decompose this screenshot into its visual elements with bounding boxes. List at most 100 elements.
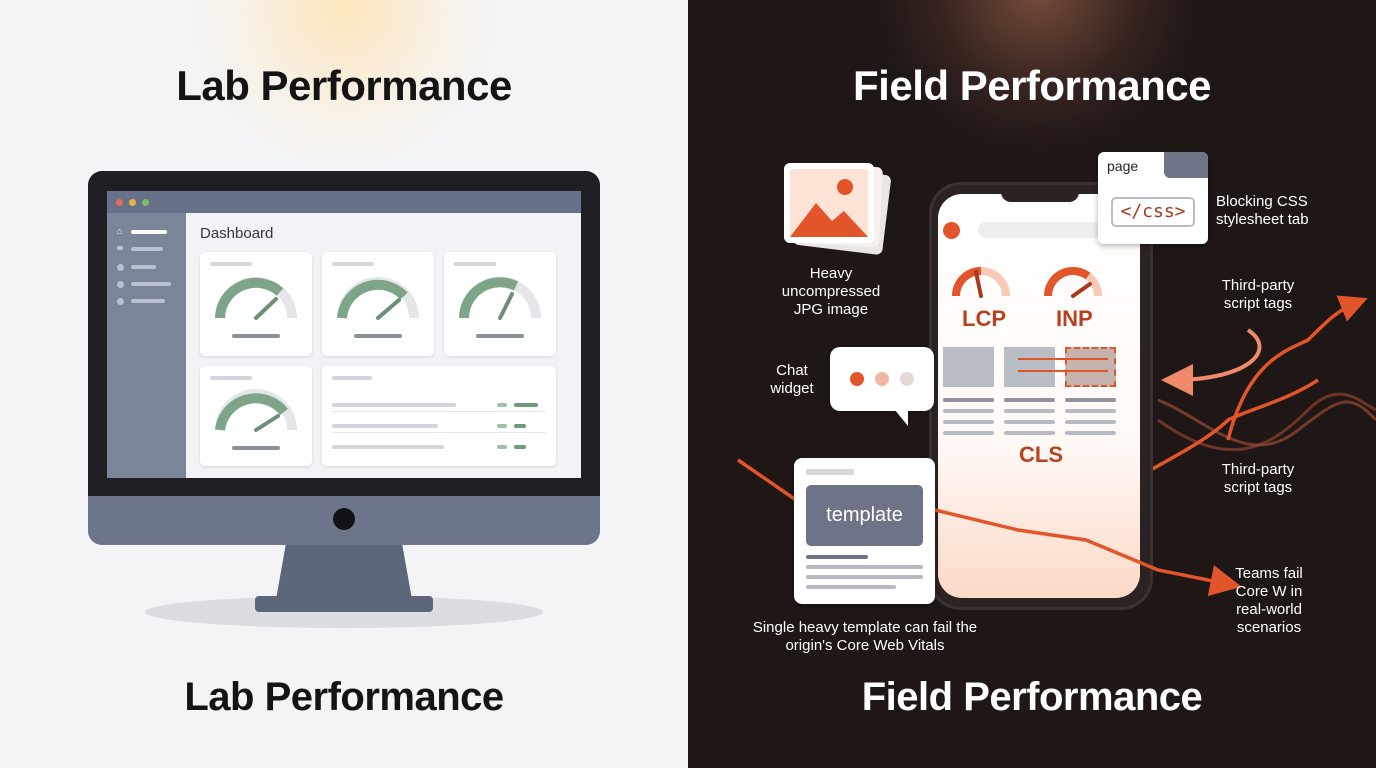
css-tab bbox=[1164, 152, 1208, 178]
template-block: template bbox=[806, 485, 923, 546]
cls-label: CLS bbox=[1019, 442, 1063, 467]
chat-widget bbox=[830, 347, 934, 411]
template-annotation: Single heavy template can fail the origi… bbox=[752, 619, 978, 654]
content-line bbox=[1004, 409, 1055, 413]
template-line bbox=[806, 585, 896, 589]
arrow-in-2 bbox=[1108, 378, 1319, 494]
dashboard-label: Dashboard bbox=[200, 225, 274, 242]
arrow-in bbox=[1161, 328, 1262, 396]
css-code-icon: </css> bbox=[1111, 197, 1195, 227]
content-line bbox=[943, 431, 994, 435]
template-header-placeholder bbox=[806, 469, 854, 475]
script-arrows bbox=[1108, 295, 1376, 494]
list-item bbox=[332, 403, 456, 407]
gauge-card bbox=[200, 366, 312, 466]
gauge-value-placeholder bbox=[232, 334, 280, 338]
third-party-annotation-2: Third-party script tags bbox=[1221, 461, 1295, 496]
sidebar-icon bbox=[117, 264, 124, 271]
card-title-placeholder bbox=[454, 262, 496, 266]
chat-dot-icon bbox=[875, 372, 889, 386]
gauge-value-placeholder bbox=[232, 446, 280, 450]
lcp-label: LCP bbox=[962, 306, 1006, 331]
field-title-bottom: Field Performance bbox=[861, 675, 1203, 719]
css-page-label: page bbox=[1107, 158, 1139, 174]
sidebar-item bbox=[131, 299, 165, 303]
speedometer-gauge-icon bbox=[215, 389, 297, 432]
speedometer-gauge-icon bbox=[337, 277, 419, 320]
status-badge bbox=[497, 445, 507, 449]
window-maximize-icon bbox=[142, 199, 149, 206]
gauge-card bbox=[444, 252, 556, 356]
sidebar-item bbox=[131, 282, 171, 286]
phone-screen: LCP INP CLS bbox=[938, 194, 1140, 598]
shift-indicator bbox=[1018, 370, 1108, 372]
lab-panel: Lab Performance ⌂ Dashboard bbox=[0, 0, 688, 768]
address-bar bbox=[978, 222, 1132, 238]
content-line bbox=[1004, 420, 1055, 424]
monitor-base bbox=[255, 596, 433, 612]
chat-annotation: Chat widget bbox=[770, 362, 814, 397]
image-annotation: Heavy uncompressed JPG image bbox=[781, 265, 881, 318]
monitor-camera-icon bbox=[333, 508, 355, 530]
status-badge bbox=[497, 424, 507, 428]
card-title-placeholder bbox=[332, 376, 372, 380]
home-icon: ⌂ bbox=[117, 226, 123, 236]
content-line bbox=[1065, 409, 1116, 413]
content-line bbox=[1065, 398, 1116, 402]
card-title-placeholder bbox=[332, 262, 374, 266]
chat-dot-icon bbox=[850, 372, 864, 386]
image-card bbox=[784, 163, 874, 243]
lab-title-bottom: Lab Performance bbox=[184, 675, 504, 719]
status-badge bbox=[497, 403, 507, 407]
field-title-top: Field Performance bbox=[853, 62, 1211, 109]
lab-title-top: Lab Performance bbox=[176, 62, 512, 109]
gauge-card bbox=[200, 252, 312, 356]
sidebar-icon bbox=[117, 298, 124, 305]
sidebar-icon bbox=[117, 281, 124, 288]
speedometer-gauge-icon bbox=[459, 277, 541, 320]
gauge-value-placeholder bbox=[476, 334, 524, 338]
chat-dot-icon bbox=[900, 372, 914, 386]
content-line bbox=[1004, 431, 1055, 435]
content-block bbox=[1004, 347, 1055, 387]
css-stylesheet-card: page </css> bbox=[1098, 152, 1208, 244]
card-title-placeholder bbox=[210, 376, 252, 380]
image-icon bbox=[790, 169, 868, 237]
list-item bbox=[332, 445, 444, 449]
teams-annotation: Teams fail Core W in real-world scenario… bbox=[1235, 565, 1303, 636]
metric-gauges bbox=[952, 267, 1102, 298]
window-minimize-icon bbox=[129, 199, 136, 206]
sidebar-item bbox=[131, 265, 156, 269]
content-line bbox=[943, 409, 994, 413]
sidebar-item bbox=[131, 230, 167, 234]
status-badge bbox=[514, 445, 526, 449]
gauge-card bbox=[322, 252, 434, 356]
shift-indicator bbox=[1018, 358, 1108, 360]
content-line bbox=[943, 398, 994, 402]
content-line bbox=[1065, 420, 1116, 424]
list-divider bbox=[332, 432, 546, 433]
status-badge bbox=[514, 424, 526, 428]
browser-dot-icon bbox=[943, 222, 960, 239]
window-titlebar bbox=[107, 191, 581, 213]
list-divider bbox=[332, 411, 546, 412]
template-line bbox=[806, 565, 923, 569]
template-line bbox=[806, 555, 868, 559]
content-line bbox=[943, 420, 994, 424]
content-line bbox=[1065, 431, 1116, 435]
third-party-annotation-1: Third-party script tags bbox=[1221, 277, 1295, 312]
arrow-out bbox=[1226, 295, 1368, 441]
inp-label: INP bbox=[1056, 306, 1093, 331]
dashboard-sidebar bbox=[107, 213, 186, 478]
sidebar-item bbox=[131, 247, 163, 251]
phone-notch bbox=[1001, 188, 1079, 202]
template-card: template bbox=[794, 458, 935, 604]
content-block bbox=[943, 347, 994, 387]
monitor-stand bbox=[275, 543, 413, 605]
css-annotation: Blocking CSS stylesheet tab bbox=[1216, 193, 1309, 228]
content-line bbox=[1004, 398, 1055, 402]
template-line bbox=[806, 575, 923, 579]
monitor-screen: ⌂ Dashboard bbox=[107, 191, 581, 478]
speedometer-gauge-icon bbox=[215, 277, 297, 320]
field-panel: Field Performance LCP INP bbox=[688, 0, 1376, 768]
